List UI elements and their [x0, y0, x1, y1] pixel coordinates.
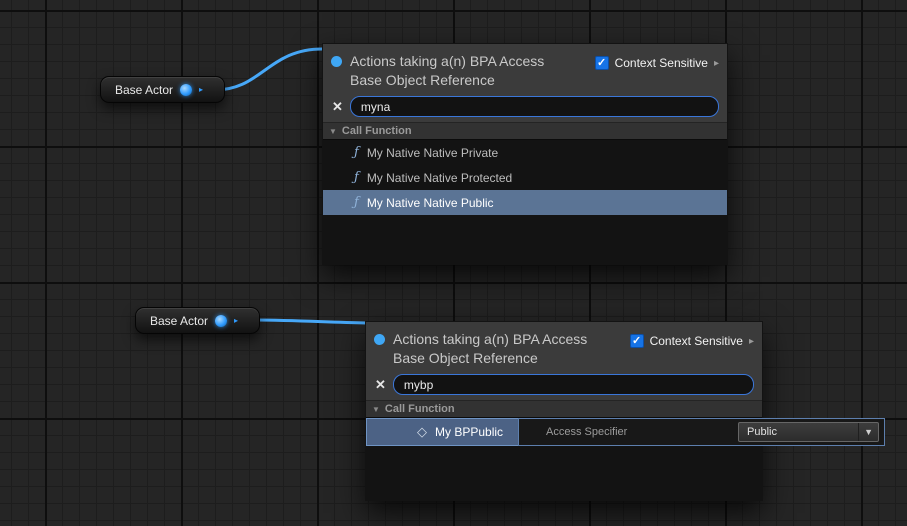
object-reference-pin-icon[interactable]	[180, 83, 193, 96]
pin-arrow-icon: ▸	[199, 84, 204, 94]
expander-arrow-icon[interactable]: ▸	[713, 57, 719, 69]
action-list: ◇ My BPPublic Access Specifier Public ▼	[366, 418, 885, 500]
blueprint-function-icon: ◇	[417, 424, 427, 439]
search-input[interactable]	[392, 374, 754, 395]
context-sensitive-label: Context Sensitive	[649, 334, 743, 348]
category-call-function[interactable]: ▼ Call Function	[366, 400, 762, 418]
context-sensitive-toggle[interactable]: ✓ Context Sensitive ▸	[629, 334, 754, 348]
menu-item-my-native-native-private[interactable]: ƒ My Native Native Private	[323, 140, 727, 165]
wire-bottom[interactable]	[247, 318, 368, 325]
context-sensitive-label: Context Sensitive	[614, 56, 708, 70]
collapse-triangle-icon: ▼	[329, 126, 337, 136]
menu-item-my-native-native-protected[interactable]: ƒ My Native Native Protected	[323, 165, 727, 190]
context-sensitive-toggle[interactable]: ✓ Context Sensitive ▸	[594, 56, 719, 70]
menu-item-my-bppublic[interactable]: ◇ My BPPublic Access Specifier Public ▼	[366, 418, 885, 446]
node-base-actor-2[interactable]: Base Actor ▸	[135, 307, 260, 334]
context-sensitive-checkbox[interactable]: ✓	[629, 334, 644, 348]
menu-header: Actions taking a(n) BPA Access Base Obje…	[323, 44, 727, 94]
action-list: ƒ My Native Native Private ƒ My Native N…	[323, 140, 727, 264]
action-menu-bottom: Actions taking a(n) BPA Access Base Obje…	[365, 321, 885, 501]
pin-arrow-icon: ▸	[234, 315, 239, 325]
menu-item-label: My Native Native Private	[366, 145, 499, 160]
context-sensitive-checkbox[interactable]: ✓	[594, 56, 609, 70]
action-menu-top: Actions taking a(n) BPA Access Base Obje…	[322, 43, 728, 265]
chevron-down-icon: ▼	[858, 423, 878, 441]
menu-header: Actions taking a(n) BPA Access Base Obje…	[366, 322, 762, 372]
collapse-triangle-icon: ▼	[372, 404, 380, 414]
wire-top[interactable]	[211, 47, 326, 92]
pin-type-dot-icon	[331, 56, 342, 67]
access-specifier-popup: Access Specifier Public ▼	[518, 418, 885, 446]
function-icon: ƒ	[354, 195, 359, 210]
category-label: Call Function	[341, 125, 412, 137]
search-input[interactable]	[349, 96, 719, 117]
node-title: Base Actor	[150, 313, 209, 328]
category-call-function[interactable]: ▼ Call Function	[323, 122, 727, 140]
menu-item-label: My BPPublic	[435, 425, 504, 439]
clear-search-icon[interactable]: ✕	[375, 376, 386, 392]
search-row: ✕	[366, 372, 762, 400]
pin-type-dot-icon	[374, 334, 385, 345]
category-label: Call Function	[384, 403, 455, 415]
access-specifier-label: Access Specifier	[546, 426, 628, 438]
menu-title: Actions taking a(n) BPA Access Base Obje…	[393, 331, 588, 366]
expander-arrow-icon[interactable]: ▸	[748, 335, 754, 347]
access-specifier-dropdown[interactable]: Public ▼	[738, 422, 879, 442]
node-base-actor-1[interactable]: Base Actor ▸	[100, 76, 225, 103]
menu-item-label: My Native Native Public	[366, 195, 494, 210]
function-icon: ƒ	[354, 145, 359, 160]
menu-title: Actions taking a(n) BPA Access Base Obje…	[350, 53, 545, 88]
node-title: Base Actor	[115, 82, 174, 97]
search-row: ✕	[323, 94, 727, 122]
function-icon: ƒ	[354, 170, 359, 185]
menu-item-label: My Native Native Protected	[366, 170, 513, 185]
dropdown-selected-value: Public	[747, 426, 777, 438]
object-reference-pin-icon[interactable]	[215, 314, 228, 327]
clear-search-icon[interactable]: ✕	[332, 98, 343, 114]
menu-item-my-native-native-public[interactable]: ƒ My Native Native Public	[323, 190, 727, 215]
